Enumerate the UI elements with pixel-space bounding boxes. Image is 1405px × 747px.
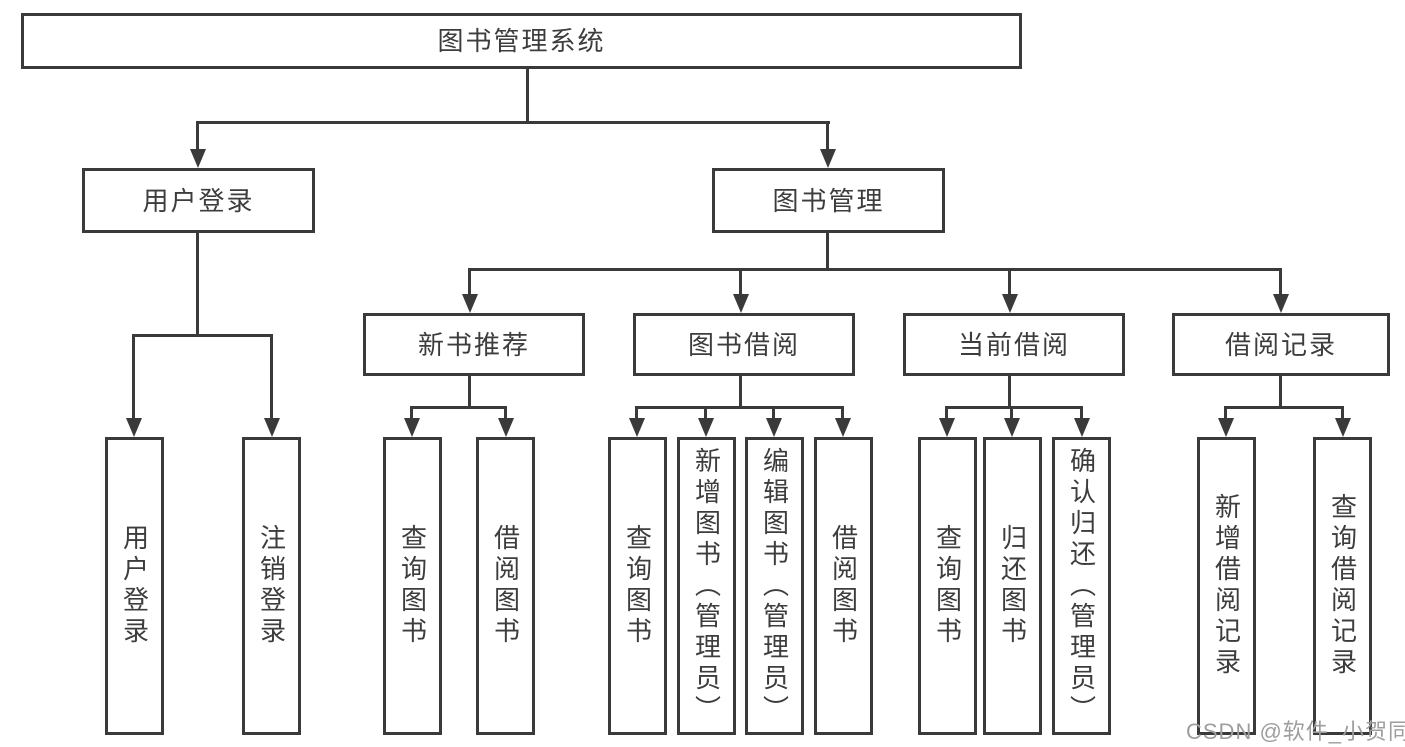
arrow-to-br-add [1218,418,1234,437]
connector-drop-br-add [1224,406,1227,422]
leaf-bb-query-books: 查询图书 [608,437,667,735]
node-book-borrow: 图书借阅 [633,313,855,376]
connector-drop-leaf-user-login [132,334,135,420]
leaf-bb-add-books-admin-label: 新增图书（管理员） [691,446,722,726]
arrow-to-book-management [820,149,836,168]
leaf-bb-query-books-label: 查询图书 [622,524,653,648]
connector-user-login-stem [196,233,199,337]
arrow-to-br-query [1335,418,1351,437]
connector-root-rail [196,121,830,124]
arrow-to-new-book-recommend [462,294,478,313]
connector-drop-nb-borrow [504,406,507,422]
node-user-login-label: 用户登录 [142,185,255,216]
connector-drop-bb-edit [772,406,775,422]
leaf-nb-borrow-books-label: 借阅图书 [490,524,521,648]
leaf-cb-confirm-return-admin-label: 确认归还（管理员） [1066,446,1097,726]
node-root-label: 图书管理系统 [437,26,606,56]
connector-drop-book-management [826,121,829,152]
connector-current-borrow-stem [1008,376,1011,409]
leaf-user-login-label: 用户登录 [119,524,150,648]
leaf-br-query-record-label: 查询借阅记录 [1327,493,1358,679]
arrow-to-cb-query [939,418,955,437]
connector-drop-borrow-records [1279,268,1282,297]
arrow-to-nb-query [404,418,420,437]
leaf-cb-return-books: 归还图书 [983,437,1042,735]
connector-new-book-recommend-stem [468,376,471,409]
arrow-to-bb-add [698,418,714,437]
arrow-to-nb-borrow [498,418,514,437]
leaf-bb-add-books-admin: 新增图书（管理员） [677,437,736,735]
connector-drop-book-borrow [739,268,742,297]
leaf-br-add-record: 新增借阅记录 [1197,437,1256,735]
leaf-cb-confirm-return-admin: 确认归还（管理员） [1052,437,1111,735]
connector-drop-leaf-logout [270,334,273,420]
arrow-to-bb-borrow [835,418,851,437]
connector-book-borrow-rail [635,406,844,409]
connector-drop-cb-query [945,406,948,422]
arrow-to-book-borrow [733,294,749,313]
leaf-user-login: 用户登录 [105,437,164,735]
connector-borrow-records-rail [1224,406,1344,409]
leaf-logout-label: 注销登录 [256,524,287,648]
node-borrow-records-label: 借阅记录 [1224,329,1337,360]
leaf-logout: 注销登录 [242,437,301,735]
connector-current-borrow-rail [945,406,1083,409]
arrow-to-bb-query [629,418,645,437]
arrow-to-current-borrow [1002,294,1018,313]
connector-drop-br-query [1341,406,1344,422]
node-new-book-recommend-label: 新书推荐 [417,329,530,360]
leaf-nb-query-books: 查询图书 [383,437,442,735]
connector-drop-nb-query [410,406,413,422]
connector-drop-cb-confirm [1080,406,1083,422]
connector-borrow-records-stem [1279,376,1282,409]
node-new-book-recommend: 新书推荐 [363,313,585,376]
arrow-to-leaf-logout [264,418,280,437]
connector-drop-bb-borrow [841,406,844,422]
arrow-to-borrow-records [1273,294,1289,313]
connector-drop-bb-query [635,406,638,422]
connector-root-stem [526,68,529,124]
leaf-br-query-record: 查询借阅记录 [1313,437,1372,735]
leaf-nb-query-books-label: 查询图书 [397,524,428,648]
connector-book-management-rail [468,268,1282,271]
connector-user-login-rail [132,334,273,337]
connector-drop-new-book-recommend [468,268,471,297]
arrow-to-cb-confirm [1074,418,1090,437]
csdn-watermark: CSDN @软件_小贺同学 [1186,719,1405,744]
leaf-bb-borrow-books: 借阅图书 [814,437,873,735]
node-borrow-records: 借阅记录 [1172,313,1390,376]
leaf-cb-return-books-label: 归还图书 [997,524,1028,648]
node-current-borrow: 当前借阅 [903,313,1125,376]
node-book-management: 图书管理 [712,168,945,233]
connector-book-management-stem [826,233,829,271]
connector-drop-cb-return [1010,406,1013,422]
leaf-bb-borrow-books-label: 借阅图书 [828,524,859,648]
leaf-nb-borrow-books: 借阅图书 [476,437,535,735]
connector-drop-current-borrow [1008,268,1011,297]
arrow-to-bb-edit [766,418,782,437]
arrow-to-leaf-user-login [126,418,142,437]
node-current-borrow-label: 当前借阅 [957,329,1070,360]
arrow-to-user-login [190,149,206,168]
connector-drop-user-login [196,121,199,152]
node-user-login: 用户登录 [82,168,315,233]
leaf-bb-edit-books-admin: 编辑图书（管理员） [745,437,804,735]
leaf-cb-query-books-label: 查询图书 [932,524,963,648]
connector-drop-bb-add [704,406,707,422]
node-book-borrow-label: 图书借阅 [687,329,800,360]
arrow-to-cb-return [1004,418,1020,437]
connector-book-borrow-stem [739,376,742,409]
leaf-bb-edit-books-admin-label: 编辑图书（管理员） [759,446,790,726]
leaf-cb-query-books: 查询图书 [918,437,977,735]
node-book-management-label: 图书管理 [772,185,885,216]
connector-new-book-recommend-rail [410,406,507,409]
leaf-br-add-record-label: 新增借阅记录 [1211,493,1242,679]
node-root: 图书管理系统 [21,13,1022,69]
